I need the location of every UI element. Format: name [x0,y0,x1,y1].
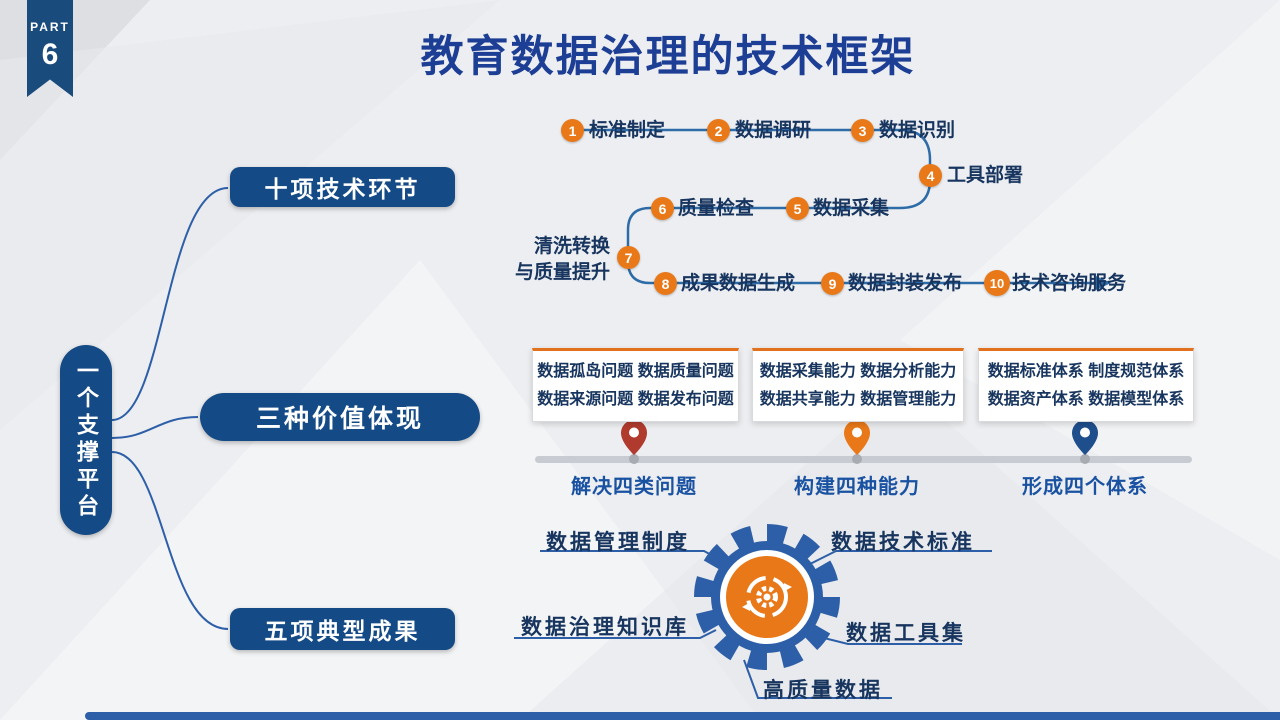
value-card-problems-line2: 数据来源问题 数据发布问题 [537,391,734,409]
gear-icon [694,524,840,670]
step-4-label: 工具部署 [947,165,1024,186]
step-3-label: 数据识别 [879,120,956,141]
timeline-dot [1080,454,1090,464]
step-5-badge: 5 [786,197,809,220]
outcome-technical-standards: 数据技术标准 [831,531,975,554]
value-caption-problems: 解决四类问题 [571,476,697,498]
step-7-label-line2: 与质量提升 [514,261,610,283]
value-card-problems: 数据孤岛问题 数据质量问题 数据来源问题 数据发布问题 [532,348,739,422]
step-7-label: 清洗转换 与质量提升 [515,234,610,285]
timeline-dot [852,454,862,464]
step-4-badge: 4 [919,164,942,187]
map-pin-icon-blue [1072,420,1098,455]
step-10-label: 技术咨询服务 [1012,273,1127,294]
step-1-badge: 1 [561,119,584,142]
outcome-management-system: 数据管理制度 [546,531,690,554]
value-card-systems-line2: 数据资产体系 数据模型体系 [987,391,1185,409]
step-9-badge: 9 [821,272,844,295]
step-6-badge: 6 [651,197,674,220]
step-10-badge: 10 [984,270,1010,296]
map-pin-icon-orange [844,420,870,455]
outcome-tool-set: 数据工具集 [846,622,966,645]
process-line [565,128,1096,285]
step-8-badge: 8 [654,272,677,295]
value-card-systems-line1: 数据标准体系 制度规范体系 [987,362,1185,380]
step-8-label: 成果数据生成 [681,273,796,294]
refresh-gear-emblem [742,576,792,618]
value-card-capabilities: 数据采集能力 数据分析能力 数据共享能力 数据管理能力 [752,348,964,422]
value-caption-capabilities: 构建四种能力 [794,476,920,498]
mindmap-root-pill: 一个支撑平台 [60,345,112,535]
step-3-badge: 3 [851,119,874,142]
step-9-label: 数据封装发布 [848,273,963,294]
value-caption-systems: 形成四个体系 [1022,476,1148,498]
part-label: PART [30,20,70,34]
map-pin-icon-red [621,420,647,455]
value-card-systems: 数据标准体系 制度规范体系 数据资产体系 数据模型体系 [978,348,1194,422]
arrow-icon [1096,276,1111,290]
outcome-knowledge-base: 数据治理知识库 [521,616,689,639]
outcome-high-quality-data: 高质量数据 [763,679,883,702]
step-1-label: 标准制定 [589,120,666,141]
bottom-accent-bar [85,712,1280,720]
page-title: 教育数据治理的技术框架 [420,33,916,81]
step-2-badge: 2 [707,119,730,142]
value-card-capabilities-line1: 数据采集能力 数据分析能力 [759,362,957,380]
part-number: 6 [41,38,59,71]
timeline-dot [629,454,639,464]
step-2-label: 数据调研 [735,120,812,141]
value-card-capabilities-line2: 数据共享能力 数据管理能力 [759,391,957,409]
branch-box-typical-outcomes: 五项典型成果 [230,608,455,650]
step-6-label: 质量检查 [678,198,755,219]
step-5-label: 数据采集 [813,198,890,219]
branch-box-technical-links: 十项技术环节 [230,167,455,207]
timeline-bar [535,456,1192,463]
part-badge: PART 6 [27,0,73,97]
branch-box-value-manifestations: 三种价值体现 [200,393,480,441]
step-7-label-line1: 清洗转换 [533,236,610,257]
step-7-badge: 7 [617,246,640,269]
branch-curves [111,187,229,630]
value-card-problems-line1: 数据孤岛问题 数据质量问题 [537,362,734,380]
